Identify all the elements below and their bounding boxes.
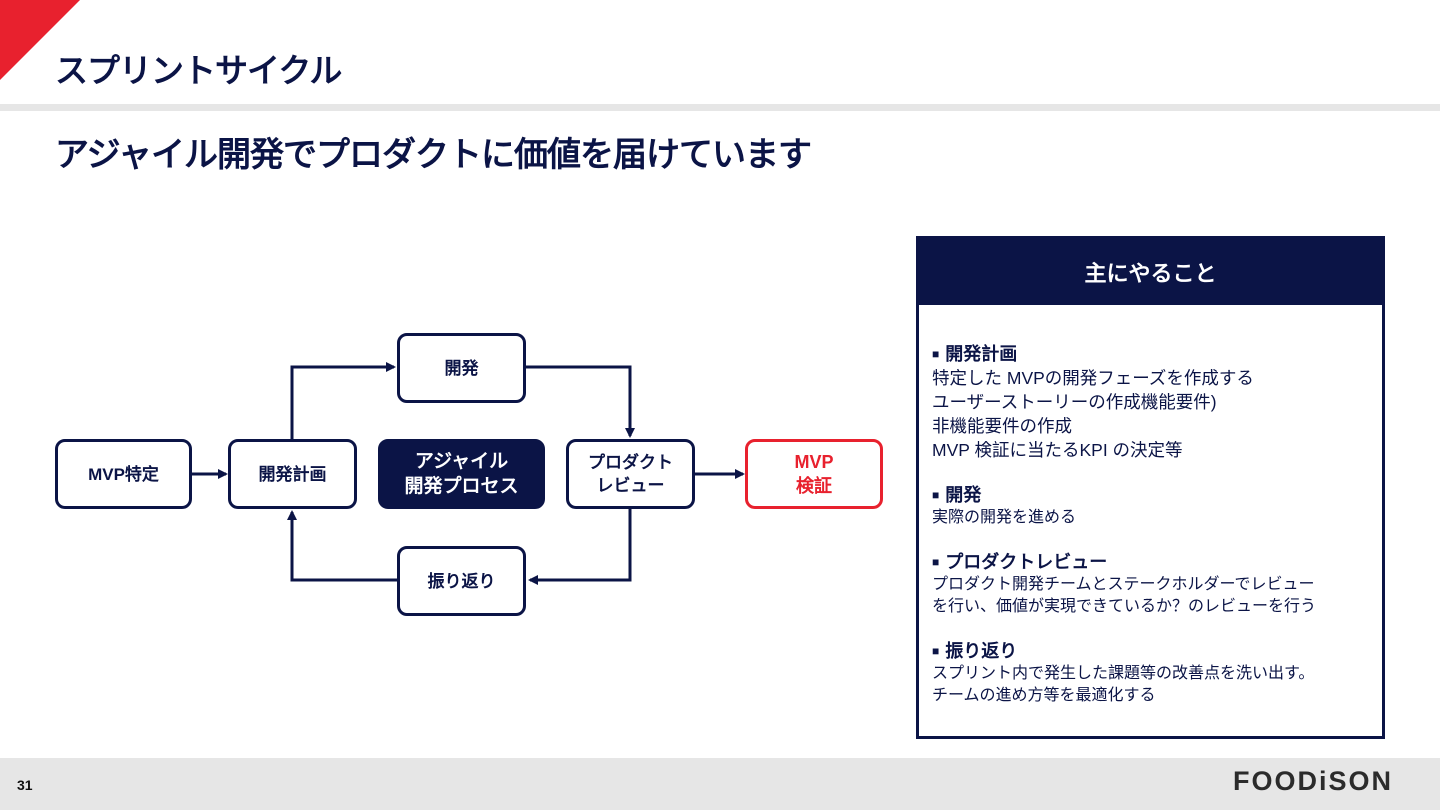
section-dev-plan: ■開発計画 特定した MVPの開発フェーズを作成する ユーザーストーリーの作成機… xyxy=(932,342,1382,462)
section-text: 特定した MVPの開発フェーズを作成する ユーザーストーリーの作成機能要件) 非… xyxy=(932,366,1382,462)
text-line: チームの進め方等を最適化する xyxy=(932,687,1156,704)
section-develop: ■開発 実際の開発を進める xyxy=(932,483,1382,529)
text-line: 非機能要件の作成 xyxy=(932,416,1072,436)
bullet-square-icon: ■ xyxy=(932,347,940,361)
section-retrospective: ■振り返り スプリント内で発生した課題等の改善点を洗い出す。 チームの進め方等を… xyxy=(932,639,1382,707)
text-line: プロダクト開発チームとステークホルダーでレビュー xyxy=(932,576,1315,593)
title-divider xyxy=(0,104,1440,111)
bullet-square-icon: ■ xyxy=(932,644,940,658)
footer-bar xyxy=(0,758,1440,810)
bullet-square-icon: ■ xyxy=(932,488,940,502)
text-line: を行い、価値が実現できているか？のレビューを行う xyxy=(932,598,1317,615)
company-logo: FOODiSON xyxy=(1233,766,1394,796)
node-retrospective: 振り返り xyxy=(397,546,526,616)
slide-subtitle: アジャイル開発でプロダクトに価値を届けています xyxy=(55,136,812,174)
section-title: ■プロダクトレビュー xyxy=(932,552,1108,572)
section-text: スプリント内で発生した課題等の改善点を洗い出す。 チームの進め方等を最適化する xyxy=(932,663,1382,707)
bullet-square-icon: ■ xyxy=(932,555,940,569)
tasks-panel: 主にやること ■開発計画 特定した MVPの開発フェーズを作成する ユーザースト… xyxy=(916,236,1385,739)
text-line: 実際の開発を進める xyxy=(932,509,1077,526)
node-mvp-verify: MVP 検証 xyxy=(745,439,883,509)
text-line: 特定した MVPの開発フェーズを作成する xyxy=(932,368,1254,388)
corner-accent xyxy=(0,0,80,80)
arrow-review-to-retro xyxy=(528,508,632,585)
arrow-retro-to-plan xyxy=(287,510,397,582)
text-line: ユーザーストーリーの作成機能要件) xyxy=(932,392,1217,412)
node-dev-plan: 開発計画 xyxy=(228,439,357,509)
section-title: ■開発計画 xyxy=(932,344,1018,364)
tasks-panel-body: ■開発計画 特定した MVPの開発フェーズを作成する ユーザーストーリーの作成機… xyxy=(919,305,1382,707)
node-develop: 開発 xyxy=(397,333,526,403)
tasks-panel-header: 主にやること xyxy=(919,239,1382,305)
arrow-plan-to-dev xyxy=(290,362,396,440)
text-line: MVP 検証に当たるKPI の決定等 xyxy=(932,440,1183,460)
node-product-review: プロダクト レビュー xyxy=(566,439,695,509)
section-title: ■振り返り xyxy=(932,641,1018,661)
page-number: 31 xyxy=(17,777,33,793)
section-product-review: ■プロダクトレビュー プロダクト開発チームとステークホルダーでレビュー を行い、… xyxy=(932,550,1382,618)
slide-title: スプリントサイクル xyxy=(55,52,342,89)
node-agile-process: アジャイル 開発プロセス xyxy=(378,439,545,509)
node-mvp-identify: MVP特定 xyxy=(55,439,192,509)
text-line: スプリント内で発生した課題等の改善点を洗い出す。 xyxy=(932,665,1315,682)
section-text: 実際の開発を進める xyxy=(932,507,1382,529)
arrow-dev-to-review xyxy=(526,365,635,438)
section-title: ■開発 xyxy=(932,485,982,505)
section-text: プロダクト開発チームとステークホルダーでレビュー を行い、価値が実現できているか… xyxy=(932,574,1382,618)
